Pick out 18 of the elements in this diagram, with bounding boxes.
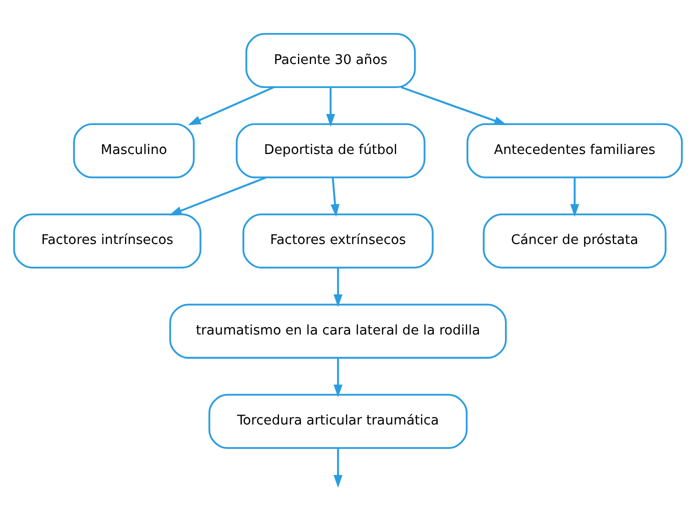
node-box: Deportista de fútbol (236, 123, 426, 178)
node-box: Factores extrínsecos (242, 213, 434, 268)
arrow (188, 86, 274, 126)
arrow (334, 358, 342, 398)
node-box: Paciente 30 años (245, 33, 416, 88)
arrow (169, 176, 266, 216)
node-box: Masculino (73, 123, 195, 178)
arrow (326, 87, 336, 127)
arrow (334, 448, 342, 488)
arrow (334, 268, 342, 308)
arrow (330, 177, 340, 217)
node-box: Factores intrínsecos (13, 213, 202, 268)
arrow (400, 86, 507, 126)
node-box: Cáncer de próstata (482, 213, 666, 268)
node-box: Torcedura articular traumática (208, 394, 468, 449)
node-box: Antecedentes familiares (466, 123, 683, 178)
node-box: traumatismo en la cara lateral de la rodilla (169, 304, 507, 359)
arrow (570, 177, 580, 217)
